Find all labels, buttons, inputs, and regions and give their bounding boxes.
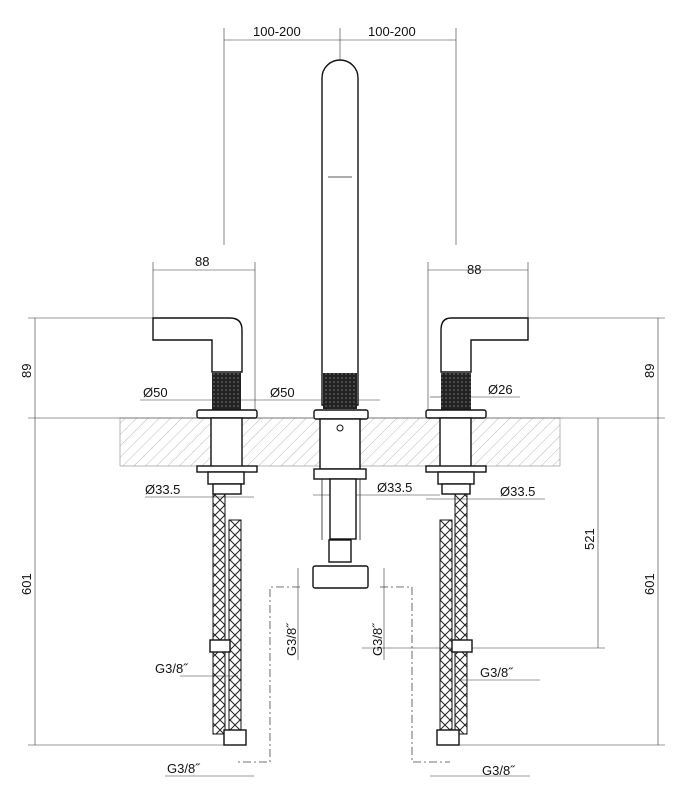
dim-dia-right-shank: Ø33.5	[500, 484, 535, 499]
dim-dia-left-shank: Ø33.5	[145, 482, 180, 497]
dim-dia-spout: Ø50	[270, 385, 295, 400]
thread-right-bottom: G3/8˝	[482, 763, 516, 778]
thread-tee-right: G3/8˝	[370, 622, 385, 656]
reference-lines	[28, 28, 665, 746]
dim-handle-height-right: 89	[642, 364, 657, 378]
dim-total-right: 601	[642, 573, 657, 595]
dim-handle-width-left: 88	[195, 254, 209, 269]
dim-spread-right: 100-200	[368, 24, 416, 39]
thread-left-bottom: G3/8˝	[167, 761, 201, 776]
dim-handle-height-left: 89	[19, 364, 34, 378]
dim-spout-below: 521	[582, 528, 597, 550]
dim-total-left: 601	[19, 573, 34, 595]
left-handle	[152, 317, 258, 746]
thread-left-mid: G3/8˝	[155, 661, 189, 676]
dim-dia-left-handle: Ø50	[143, 385, 168, 400]
dim-spread-left: 100-200	[253, 24, 301, 39]
connection-paths	[165, 568, 540, 777]
thread-right-mid: G3/8˝	[480, 665, 514, 680]
dim-dia-right-handle: Ø26	[488, 382, 513, 397]
dim-handle-width-right: 88	[467, 262, 481, 277]
spout	[312, 59, 369, 589]
right-handle	[425, 317, 529, 746]
dim-dia-spout-shank: Ø33.5	[377, 480, 412, 495]
thread-tee-left: G3/8˝	[284, 622, 299, 656]
